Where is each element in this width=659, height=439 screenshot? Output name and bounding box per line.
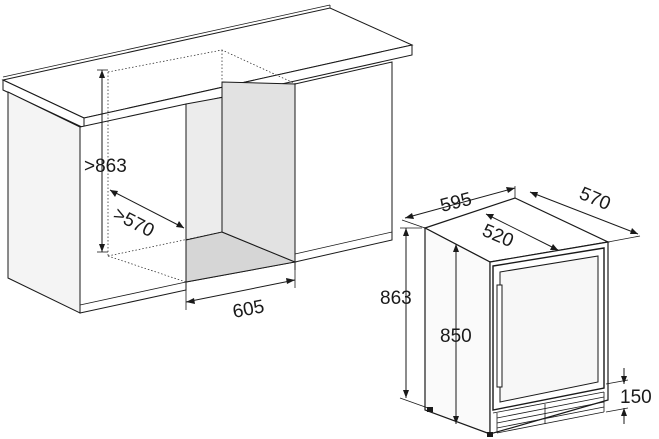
left-cabinet-front: [79, 103, 187, 314]
appliance-body-height-label: 850: [440, 326, 472, 347]
plinth-grille: [492, 391, 605, 434]
niche-height-label: >863: [84, 156, 127, 177]
kitchen-cabinets: [1, 4, 414, 314]
right-cabinet-front: [294, 61, 393, 263]
rear-foot: [427, 407, 433, 412]
appliance-depth-label: 570: [576, 183, 613, 215]
appliance-width-label: 595: [438, 189, 474, 217]
front-foot: [487, 432, 493, 437]
left-cabinet-side: [7, 91, 81, 314]
niche-width-label: 605: [231, 296, 266, 323]
appliance-dimensions: 595 570 520 863 850 150: [380, 183, 652, 424]
wine-cooler: [423, 197, 610, 437]
door-handle: [496, 284, 503, 388]
plinth-height-label: 150: [620, 387, 652, 408]
cooler-glass: [499, 255, 599, 403]
appliance-height-label: 863: [380, 288, 412, 309]
